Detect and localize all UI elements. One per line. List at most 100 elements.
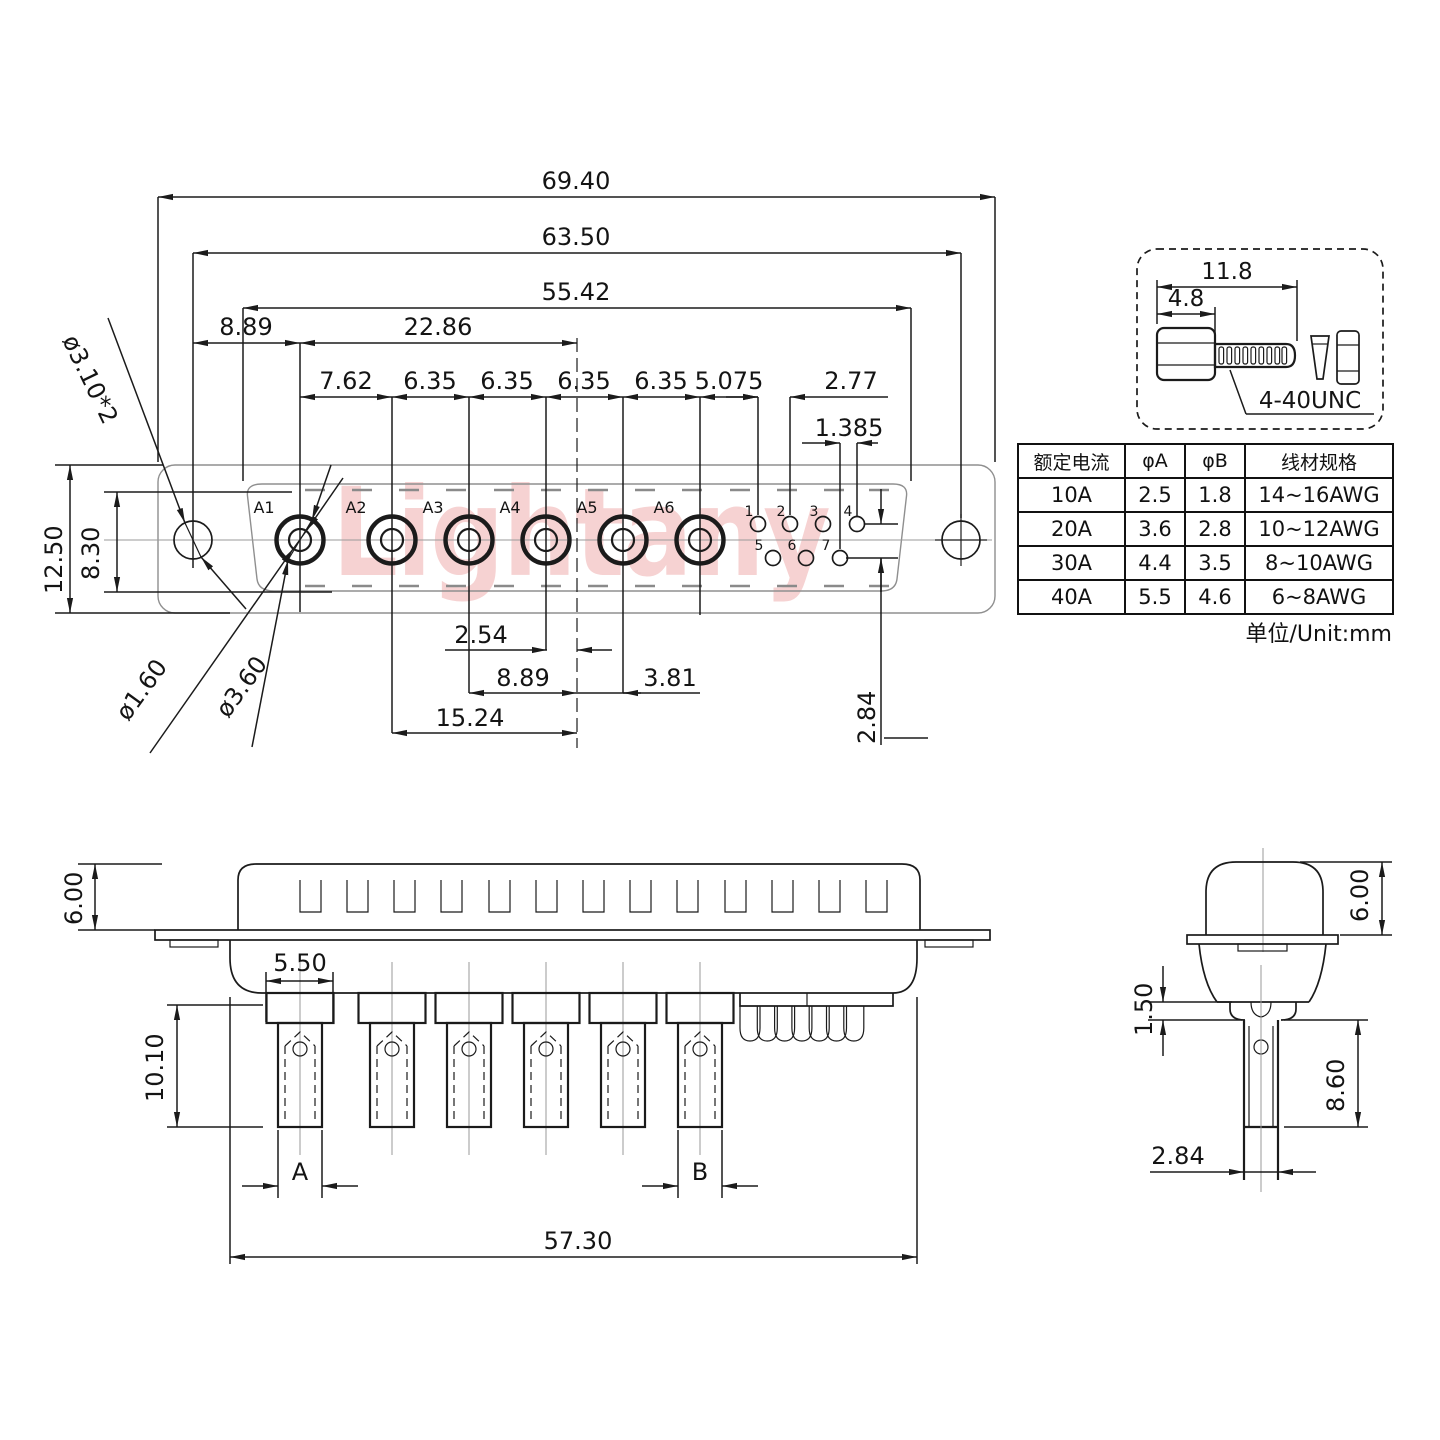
- contact-a6-label: A6: [653, 498, 674, 517]
- screw-clip-part: [1336, 330, 1360, 385]
- side-flange-plate: [154, 929, 991, 941]
- dim-terminal-width: 5.50: [273, 949, 326, 977]
- contact-a2-label: A2: [345, 498, 366, 517]
- dim-hole-to-a1: 8.89: [219, 313, 272, 341]
- screw-detail-box: [1136, 248, 1384, 430]
- signal-pins: [749, 515, 866, 567]
- dim-pitch-5: 6.35: [634, 367, 687, 395]
- front-dimensions: [66, 193, 995, 754]
- contact-a3-label: A3: [422, 498, 443, 517]
- front-view: A1 A2 A3 A4 A5 A6 1 2 3 4 5 6 7: [40, 167, 996, 754]
- dim-pitch-1: 7.62: [319, 367, 372, 395]
- pin-5-label: 5: [755, 538, 764, 554]
- dim-shell-height: 12.50: [40, 525, 68, 594]
- spec-row-20a: 20A 3.6 2.8 10~12AWG: [1017, 511, 1394, 547]
- side-shell-slots: [299, 880, 888, 913]
- end-neck: [1229, 1002, 1297, 1021]
- side-terminals: [265, 962, 735, 1155]
- cell-dia-b-30a: 3.5: [1184, 545, 1246, 581]
- side-flange-tab-left: [169, 939, 219, 948]
- screw-head: [1155, 326, 1217, 382]
- side-pin-step: [739, 993, 894, 1007]
- spec-table-header-row: 额定电流 φA φB 线材规格: [1017, 443, 1394, 479]
- dim-pin-row-gap: 2.84: [853, 691, 881, 744]
- front-extension-lines: [55, 197, 996, 733]
- spec-row-40a: 40A 5.5 4.6 6~8AWG: [1017, 579, 1394, 615]
- cell-current-10a: 10A: [1017, 477, 1126, 513]
- side-shell: [237, 863, 921, 930]
- dim-terminal-length: 10.10: [141, 1033, 169, 1102]
- dim-screw-head-length: 4.8: [1168, 286, 1205, 312]
- dim-a1-to-center: 22.86: [404, 313, 473, 341]
- spec-table: 额定电流 φA φB 线材规格 10A 2.5 1.8 14~16AWG 20A…: [1017, 443, 1394, 615]
- dim-a3-to-center: 8.89: [496, 664, 549, 692]
- unit-note: 单位/Unit:mm: [1245, 622, 1392, 647]
- dim-label-a: A: [292, 1158, 309, 1186]
- end-shell-dome: [1205, 861, 1324, 935]
- dim-barrel-length: 8.60: [1322, 1059, 1350, 1112]
- screw-wedge-part: [1310, 335, 1330, 380]
- spec-row-10a: 10A 2.5 1.8 14~16AWG: [1017, 477, 1394, 513]
- dim-end-shell-height: 6.00: [1346, 869, 1374, 922]
- label-pin-hole-dia: ø1.60: [110, 654, 173, 726]
- dim-opening-width: 55.42: [542, 278, 611, 306]
- cell-wire-10a: 14~16AWG: [1244, 477, 1394, 513]
- cell-dia-b-10a: 1.8: [1184, 477, 1246, 513]
- dim-a2-to-center: 15.24: [436, 704, 505, 732]
- pin-1-label: 1: [745, 504, 754, 520]
- end-flange-notch: [1237, 943, 1288, 952]
- side-solder-cups: [739, 1006, 865, 1042]
- dim-side-shell-height: 6.00: [60, 872, 88, 925]
- side-flange-tab-right: [924, 939, 974, 948]
- contact-a5-label: A5: [576, 498, 597, 517]
- pin-2-label: 2: [777, 504, 786, 520]
- dim-pin-pitch: 2.77: [824, 367, 877, 395]
- pin-3-label: 3: [810, 504, 819, 520]
- dim-row-offset: 1.385: [815, 414, 884, 442]
- screw-dimensions: [1156, 280, 1374, 415]
- contact-a1-label: A1: [253, 498, 274, 517]
- dim-pitch-2: 6.35: [403, 367, 456, 395]
- cell-dia-a-40a: 5.5: [1124, 579, 1186, 615]
- cell-dia-b-40a: 4.6: [1184, 579, 1246, 615]
- pin-6-label: 6: [788, 538, 797, 554]
- cell-wire-20a: 10~12AWG: [1244, 511, 1394, 547]
- spec-header-current: 额定电流: [1017, 443, 1126, 479]
- dim-flange-gap: 1.50: [1130, 983, 1158, 1036]
- dim-barrel-width: 2.84: [1151, 1142, 1204, 1170]
- screw-shaft: [1213, 342, 1297, 369]
- dim-pitch-6: 5.075: [695, 367, 764, 395]
- cell-dia-a-20a: 3.6: [1124, 511, 1186, 547]
- spec-header-dia-b: φB: [1184, 443, 1246, 479]
- screw-threads: [1218, 346, 1288, 365]
- side-view: 6.00 5.50 10.10 A B 57.30: [60, 863, 991, 1264]
- cell-dia-b-20a: 2.8: [1184, 511, 1246, 547]
- dim-pitch-4: 6.35: [557, 367, 610, 395]
- pin-4-label: 4: [844, 504, 853, 520]
- label-mount-hole-dia: ø3.10*2: [57, 330, 124, 428]
- cell-current-20a: 20A: [1017, 511, 1126, 547]
- dim-hole-spacing: 63.50: [542, 223, 611, 251]
- dim-opening-height: 8.30: [77, 527, 105, 580]
- cell-dia-a-10a: 2.5: [1124, 477, 1186, 513]
- cell-dia-a-30a: 4.4: [1124, 545, 1186, 581]
- cell-current-30a: 30A: [1017, 545, 1126, 581]
- screw-detail: 11.8 4.8 4-40UNC: [1136, 248, 1384, 430]
- dim-half-pitch: 2.54: [454, 621, 507, 649]
- dim-pitch-3: 6.35: [480, 367, 533, 395]
- dim-screw-total-length: 11.8: [1201, 259, 1252, 285]
- dim-overall-width: 69.40: [542, 167, 611, 195]
- spec-row-30a: 30A 4.4 3.5 8~10AWG: [1017, 545, 1394, 581]
- side-dimensions: [78, 863, 918, 1264]
- spec-header-dia-a: φA: [1124, 443, 1186, 479]
- dim-center-to-a5: 3.81: [643, 664, 696, 692]
- end-dimensions: [1148, 861, 1392, 1176]
- cell-current-40a: 40A: [1017, 579, 1126, 615]
- pin-7-label: 7: [822, 538, 831, 554]
- dim-side-overall-width: 57.30: [544, 1227, 613, 1255]
- front-slot-dashes: [305, 488, 889, 588]
- spec-header-wire: 线材规格: [1244, 443, 1394, 479]
- screw-thread-label: 4-40UNC: [1259, 388, 1361, 414]
